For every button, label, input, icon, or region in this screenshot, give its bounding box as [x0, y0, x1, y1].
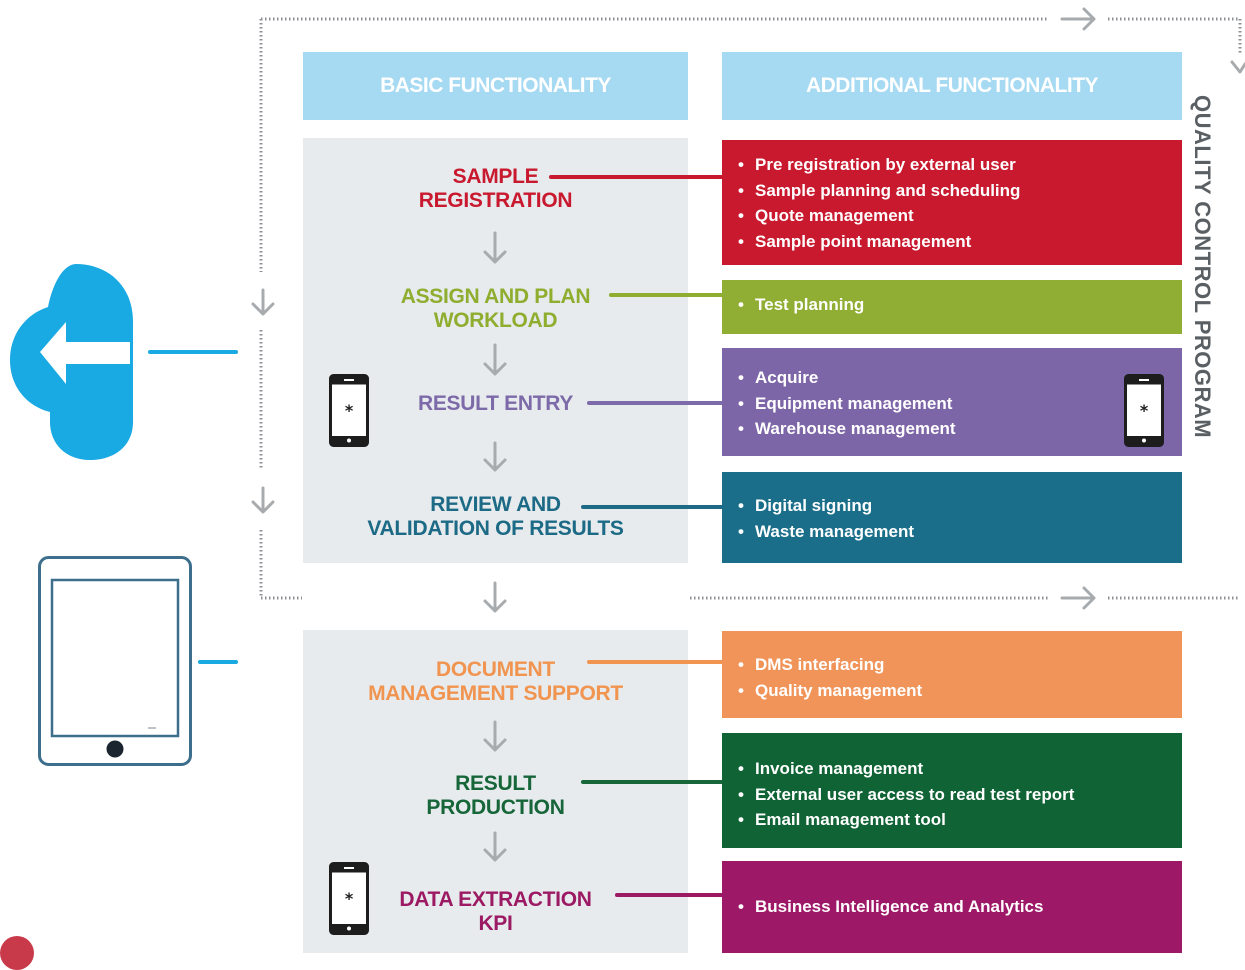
box-result-entry-extras: Acquire Equipment management Warehouse m…: [722, 348, 1182, 456]
list-item: Invoice management: [738, 756, 1182, 782]
list-item: Acquire: [738, 365, 1182, 391]
smartphone-icon: *: [329, 374, 369, 447]
step-document-management-support: DOCUMENT MANAGEMENT SUPPORT: [303, 658, 688, 706]
step-label-line1: DOCUMENT: [436, 658, 555, 681]
step-label-line2: KPI: [478, 912, 513, 935]
box-data-extraction-extras: Business Intelligence and Analytics: [722, 861, 1182, 953]
list-item: DMS interfacing: [738, 652, 1182, 678]
step-review-and-validation: REVIEW AND VALIDATION OF RESULTS: [303, 493, 688, 541]
cloud-logo-icon: [10, 264, 133, 460]
step-data-extraction-kpi: DATA EXTRACTION KPI: [303, 888, 688, 936]
list-item: Quote management: [738, 203, 1182, 229]
list-item: Quality management: [738, 678, 1182, 704]
list-item: Test planning: [738, 292, 1182, 318]
step-label-line1: RESULT: [455, 772, 536, 795]
smartphone-icon: *: [1124, 374, 1164, 447]
tablet-icon: [38, 556, 192, 766]
list-item: Pre registration by external user: [738, 152, 1182, 178]
box-workload-extras: Test planning: [722, 280, 1182, 334]
step-label-line2: PRODUCTION: [426, 796, 565, 819]
step-label-line1: REVIEW AND: [430, 493, 561, 516]
list-item: Email management tool: [738, 807, 1182, 833]
phone-symbol: *: [345, 889, 354, 908]
quality-control-program-label: QUALITY CONTROL PROGRAM: [1190, 95, 1215, 439]
phone-symbol: *: [1140, 401, 1149, 420]
list-item: Digital signing: [738, 493, 1182, 519]
list-item: Sample point management: [738, 229, 1182, 255]
smartphone-icon: *: [329, 862, 369, 935]
list-item: Warehouse management: [738, 416, 1182, 442]
step-label-line1: RESULT ENTRY: [417, 392, 574, 415]
step-label-line1: DATA EXTRACTION: [399, 888, 592, 911]
step-label-line2: VALIDATION OF RESULTS: [367, 517, 624, 540]
step-assign-and-plan-workload: ASSIGN AND PLAN WORKLOAD: [303, 285, 688, 333]
step-result-production: RESULT PRODUCTION: [303, 772, 688, 820]
box-review-extras: Digital signing Waste management: [722, 472, 1182, 563]
box-document-extras: DMS interfacing Quality management: [722, 631, 1182, 718]
list-item: External user access to read test report: [738, 782, 1182, 808]
phone-symbol: *: [345, 401, 354, 420]
step-label-line1: ASSIGN AND PLAN: [400, 285, 591, 308]
header-additional-functionality: ADDITIONAL FUNCTIONALITY: [722, 52, 1182, 120]
step-sample-registration: SAMPLE REGISTRATION: [303, 165, 688, 213]
step-label-line2: MANAGEMENT SUPPORT: [368, 682, 623, 705]
step-label-line2: WORKLOAD: [433, 309, 558, 332]
box-result-production-extras: Invoice management External user access …: [722, 733, 1182, 848]
list-item: Equipment management: [738, 391, 1182, 417]
header-basic-functionality: BASIC FUNCTIONALITY: [303, 52, 688, 120]
step-label-line1: SAMPLE: [452, 165, 539, 188]
step-label-line2: REGISTRATION: [418, 189, 573, 212]
corner-dot: [0, 936, 34, 970]
box-sample-registration-extras: Pre registration by external user Sample…: [722, 140, 1182, 265]
list-item: Business Intelligence and Analytics: [738, 894, 1182, 920]
list-item: Sample planning and scheduling: [738, 178, 1182, 204]
list-item: Waste management: [738, 519, 1182, 545]
step-result-entry: RESULT ENTRY: [303, 392, 688, 416]
